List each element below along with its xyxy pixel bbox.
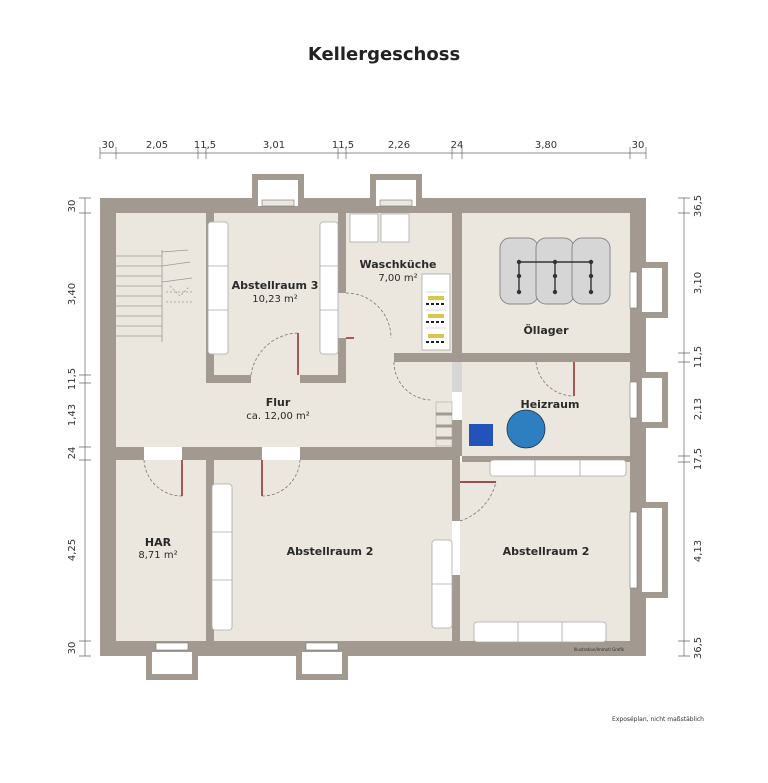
dim-left-6: 30 (67, 642, 78, 655)
room-area-har: 8,71 m² (138, 550, 177, 561)
dim-right-6: 36,5 (693, 637, 704, 659)
room-name-oellager: Öllager (523, 323, 569, 337)
dim-top-1: 2,05 (146, 140, 168, 151)
dim-right-3: 2,13 (693, 398, 704, 420)
dim-right-2: 11,5 (693, 346, 704, 368)
dim-left-3: 1,43 (67, 404, 78, 426)
dim-right-0: 36,5 (693, 195, 704, 217)
dim-left-0: 30 (67, 200, 78, 213)
dim-right-5: 4,13 (693, 540, 704, 562)
boiler (506, 409, 546, 449)
room-area-abstellraum-3: 10,23 m² (252, 294, 298, 305)
shelves (207, 221, 627, 643)
floor-areas (116, 213, 630, 641)
room-area-waschkueche: 7,00 m² (378, 273, 417, 284)
room-name-har: HAR (145, 536, 172, 549)
dimension-labels-top: 30 2,05 11,5 3,01 11,5 2,26 24 3,80 30 (102, 140, 645, 151)
oil-tanks (499, 237, 611, 305)
dim-left-4: 24 (67, 447, 78, 460)
watermark: Illustration/Immoti Grafik (574, 647, 625, 652)
dimension-lines (79, 147, 690, 657)
room-name-abstellraum-2-right: Abstellraum 2 (503, 545, 590, 558)
pump-unit (469, 424, 493, 446)
dim-top-7: 3,80 (535, 140, 557, 151)
dimension-labels-left: 30 3,40 11,5 1,43 24 4,25 30 (67, 200, 78, 655)
dim-right-4: 17,5 (693, 448, 704, 470)
doors (143, 292, 575, 522)
room-name-heizraum: Heizraum (521, 398, 580, 411)
staircase (116, 249, 193, 342)
room-name-abstellraum-2-left: Abstellraum 2 (287, 545, 374, 558)
room-name-flur: Flur (266, 396, 291, 409)
dim-left-1: 3,40 (67, 283, 78, 305)
dim-top-8: 30 (632, 140, 645, 151)
window-bays (146, 174, 668, 680)
dim-left-5: 4,25 (67, 539, 78, 561)
dim-top-5: 2,26 (388, 140, 410, 151)
dim-top-6: 24 (451, 140, 464, 151)
dim-top-2: 11,5 (194, 140, 216, 151)
footer-note: Exposéplan, nicht maßstäblich (612, 716, 704, 723)
room-name-waschkueche: Waschküche (359, 258, 436, 271)
laundry-fixtures (349, 213, 451, 351)
dimension-labels-right: 36,5 3,10 11,5 2,13 17,5 4,13 36,5 (693, 195, 704, 659)
room-name-abstellraum-3: Abstellraum 3 (232, 279, 319, 292)
dim-top-3: 3,01 (263, 140, 285, 151)
dim-left-2: 11,5 (67, 368, 78, 390)
room-labels: Abstellraum 3 10,23 m² Waschküche 7,00 m… (138, 258, 624, 652)
dim-top-4: 11,5 (332, 140, 354, 151)
dim-top-0: 30 (102, 140, 115, 151)
room-area-flur: ca. 12,00 m² (246, 411, 310, 422)
dim-right-1: 3,10 (693, 272, 704, 294)
page-title: Kellergeschoss (307, 44, 461, 65)
heating-equipment (435, 362, 546, 449)
